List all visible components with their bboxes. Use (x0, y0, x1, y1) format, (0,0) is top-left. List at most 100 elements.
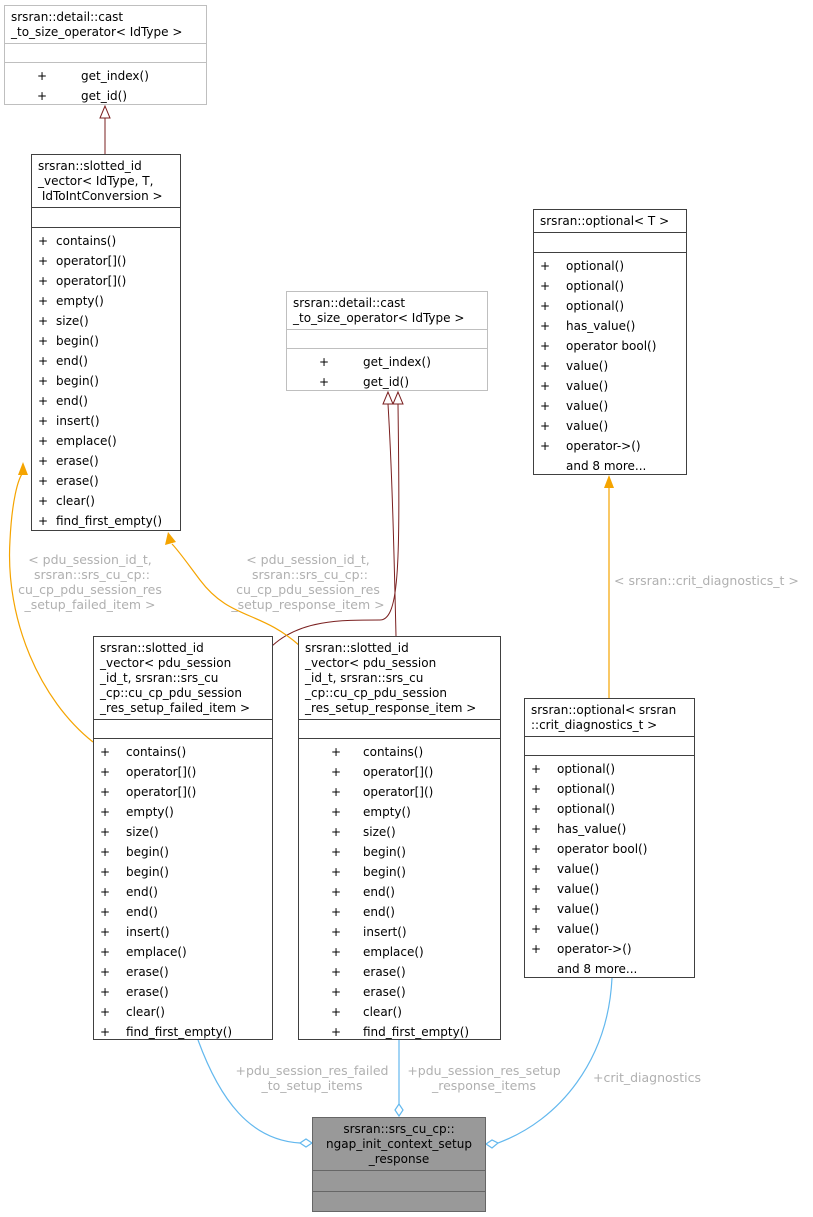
method-row[interactable]: and 8 more... (534, 456, 686, 476)
methods-section (313, 1191, 485, 1213)
method-row[interactable]: +insert() (299, 922, 500, 942)
method-row[interactable]: +has_value() (525, 819, 694, 839)
method-row[interactable]: +empty() (94, 802, 272, 822)
method-row[interactable]: +insert() (94, 922, 272, 942)
method-row[interactable]: +get_id() (5, 86, 206, 106)
method-row[interactable]: +end() (94, 882, 272, 902)
class-title: srsran::slotted_id _vector< pdu_session … (305, 641, 477, 715)
method-row[interactable]: +get_index() (287, 352, 487, 372)
method-row[interactable]: +find_first_empty() (299, 1022, 500, 1042)
method-row[interactable]: +value() (525, 899, 694, 919)
method-row[interactable]: +erase() (32, 471, 180, 491)
method-row[interactable]: +find_first_empty() (32, 511, 180, 531)
method-row[interactable]: +empty() (299, 802, 500, 822)
visibility-marker: + (38, 394, 49, 408)
method-name: get_id() (81, 89, 128, 103)
class-box-cast-to-size-operator-mid[interactable]: srsran::detail::cast _to_size_operator< … (286, 291, 488, 391)
visibility-marker: + (38, 454, 49, 468)
method-row[interactable]: +clear() (299, 1002, 500, 1022)
method-row[interactable]: +optional() (525, 779, 694, 799)
method-row[interactable]: +empty() (32, 291, 180, 311)
method-row[interactable]: +optional() (534, 256, 686, 276)
method-row[interactable]: +emplace() (94, 942, 272, 962)
method-row[interactable]: +end() (299, 902, 500, 922)
class-box-slotted-id-vector-response-item[interactable]: srsran::slotted_id _vector< pdu_session … (298, 636, 501, 1040)
class-box-cast-to-size-operator-top[interactable]: srsran::detail::cast _to_size_operator< … (4, 5, 207, 105)
method-row[interactable]: +value() (534, 416, 686, 436)
method-row[interactable]: +operator[]() (32, 271, 180, 291)
visibility-marker: + (100, 1005, 111, 1019)
class-box-slotted-id-vector-generic[interactable]: srsran::slotted_id _vector< IdType, T, I… (31, 154, 181, 531)
method-row[interactable]: +operator bool() (534, 336, 686, 356)
method-row[interactable]: +erase() (32, 451, 180, 471)
visibility-marker: + (100, 945, 111, 959)
method-row[interactable]: +has_value() (534, 316, 686, 336)
method-row[interactable]: +contains() (299, 742, 500, 762)
method-row[interactable]: +size() (32, 311, 180, 331)
method-row[interactable]: +contains() (32, 231, 180, 251)
method-row[interactable]: +value() (534, 356, 686, 376)
visibility-marker: + (331, 765, 342, 779)
visibility-marker: + (38, 334, 49, 348)
method-row[interactable]: +size() (299, 822, 500, 842)
method-name: operator[]() (363, 785, 434, 799)
method-row[interactable]: +operator[]() (299, 782, 500, 802)
method-row[interactable]: +begin() (299, 862, 500, 882)
attributes-section (534, 232, 686, 252)
method-row[interactable]: +value() (534, 376, 686, 396)
method-row[interactable]: +operator bool() (525, 839, 694, 859)
class-box-optional-crit-diagnostics[interactable]: srsran::optional< srsran ::crit_diagnost… (524, 698, 695, 978)
methods-section: +get_index()+get_id() (5, 62, 206, 109)
method-row[interactable]: +operator->() (525, 939, 694, 959)
method-row[interactable]: +contains() (94, 742, 272, 762)
class-box-slotted-id-vector-failed-item[interactable]: srsran::slotted_id _vector< pdu_session … (93, 636, 273, 1040)
method-row[interactable]: +operator[]() (32, 251, 180, 271)
method-row[interactable]: +clear() (94, 1002, 272, 1022)
method-row[interactable]: +operator[]() (299, 762, 500, 782)
method-row[interactable]: +end() (32, 391, 180, 411)
class-box-optional-generic[interactable]: srsran::optional< T > +optional()+option… (533, 209, 687, 475)
method-row[interactable]: +operator->() (534, 436, 686, 456)
method-row[interactable]: +erase() (299, 962, 500, 982)
method-row[interactable]: +find_first_empty() (94, 1022, 272, 1042)
method-row[interactable]: +get_id() (287, 372, 487, 392)
class-title: srsran::optional< T > (540, 214, 670, 228)
method-row[interactable]: +value() (525, 859, 694, 879)
method-row[interactable]: +optional() (525, 759, 694, 779)
visibility-marker: + (100, 845, 111, 859)
visibility-marker: + (100, 745, 111, 759)
method-row[interactable]: +erase() (94, 962, 272, 982)
template-label-crit: < srsran::crit_diagnostics_t > (614, 573, 799, 588)
class-title: srsran::slotted_id _vector< IdType, T, I… (38, 159, 163, 203)
method-row[interactable]: +operator[]() (94, 762, 272, 782)
method-row[interactable]: +begin() (94, 862, 272, 882)
method-row[interactable]: +get_index() (5, 66, 206, 86)
method-row[interactable]: +size() (94, 822, 272, 842)
method-row[interactable]: +end() (299, 882, 500, 902)
method-row[interactable]: +optional() (525, 799, 694, 819)
member-label-response: +pdu_session_res_setup _response_items (407, 1063, 561, 1093)
method-row[interactable]: +value() (525, 919, 694, 939)
method-row[interactable]: +operator[]() (94, 782, 272, 802)
method-row[interactable]: +emplace() (32, 431, 180, 451)
method-row[interactable]: +end() (94, 902, 272, 922)
method-row[interactable]: +begin() (94, 842, 272, 862)
method-row[interactable]: +optional() (534, 296, 686, 316)
method-name: end() (126, 905, 158, 919)
method-row[interactable]: +begin() (32, 371, 180, 391)
method-row[interactable]: and 8 more... (525, 959, 694, 979)
method-row[interactable]: +value() (525, 879, 694, 899)
method-row[interactable]: +end() (32, 351, 180, 371)
method-row[interactable]: +begin() (299, 842, 500, 862)
method-name: emplace() (363, 945, 424, 959)
method-row[interactable]: +emplace() (299, 942, 500, 962)
method-row[interactable]: +begin() (32, 331, 180, 351)
method-row[interactable]: +insert() (32, 411, 180, 431)
method-row[interactable]: +clear() (32, 491, 180, 511)
method-row[interactable]: +erase() (299, 982, 500, 1002)
method-row[interactable]: +optional() (534, 276, 686, 296)
method-row[interactable]: +erase() (94, 982, 272, 1002)
method-row[interactable]: +value() (534, 396, 686, 416)
class-box-ngap-init-context-setup-response[interactable]: srsran::srs_cu_cp:: ngap_init_context_se… (312, 1117, 486, 1212)
method-name: operator[]() (56, 254, 127, 268)
